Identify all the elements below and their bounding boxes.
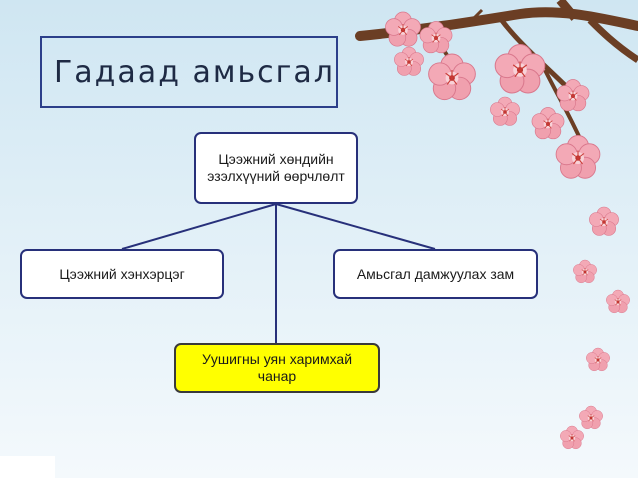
title-box: Гадаад амьсгал — [40, 36, 338, 108]
node-bottom-label: Уушигны уян харимхай чанар — [201, 351, 353, 384]
node-root-label: Цээжний хөндийн эзэлхүүний өөрчлөлт — [207, 151, 345, 184]
node-right: Амьсгал дамжуулах зам — [333, 249, 538, 299]
node-left: Цээжний хэнхэрцэг — [20, 249, 224, 299]
node-root: Цээжний хөндийн эзэлхүүний өөрчлөлт — [194, 132, 358, 204]
slide-title: Гадаад амьсгал — [54, 54, 335, 90]
node-left-label: Цээжний хэнхэрцэг — [59, 265, 185, 282]
connector-left — [121, 203, 277, 250]
corner-tab — [0, 456, 55, 478]
node-bottom: Уушигны уян харимхай чанар — [174, 343, 380, 393]
node-right-label: Амьсгал дамжуулах зам — [356, 265, 515, 282]
connector-right — [275, 203, 436, 250]
